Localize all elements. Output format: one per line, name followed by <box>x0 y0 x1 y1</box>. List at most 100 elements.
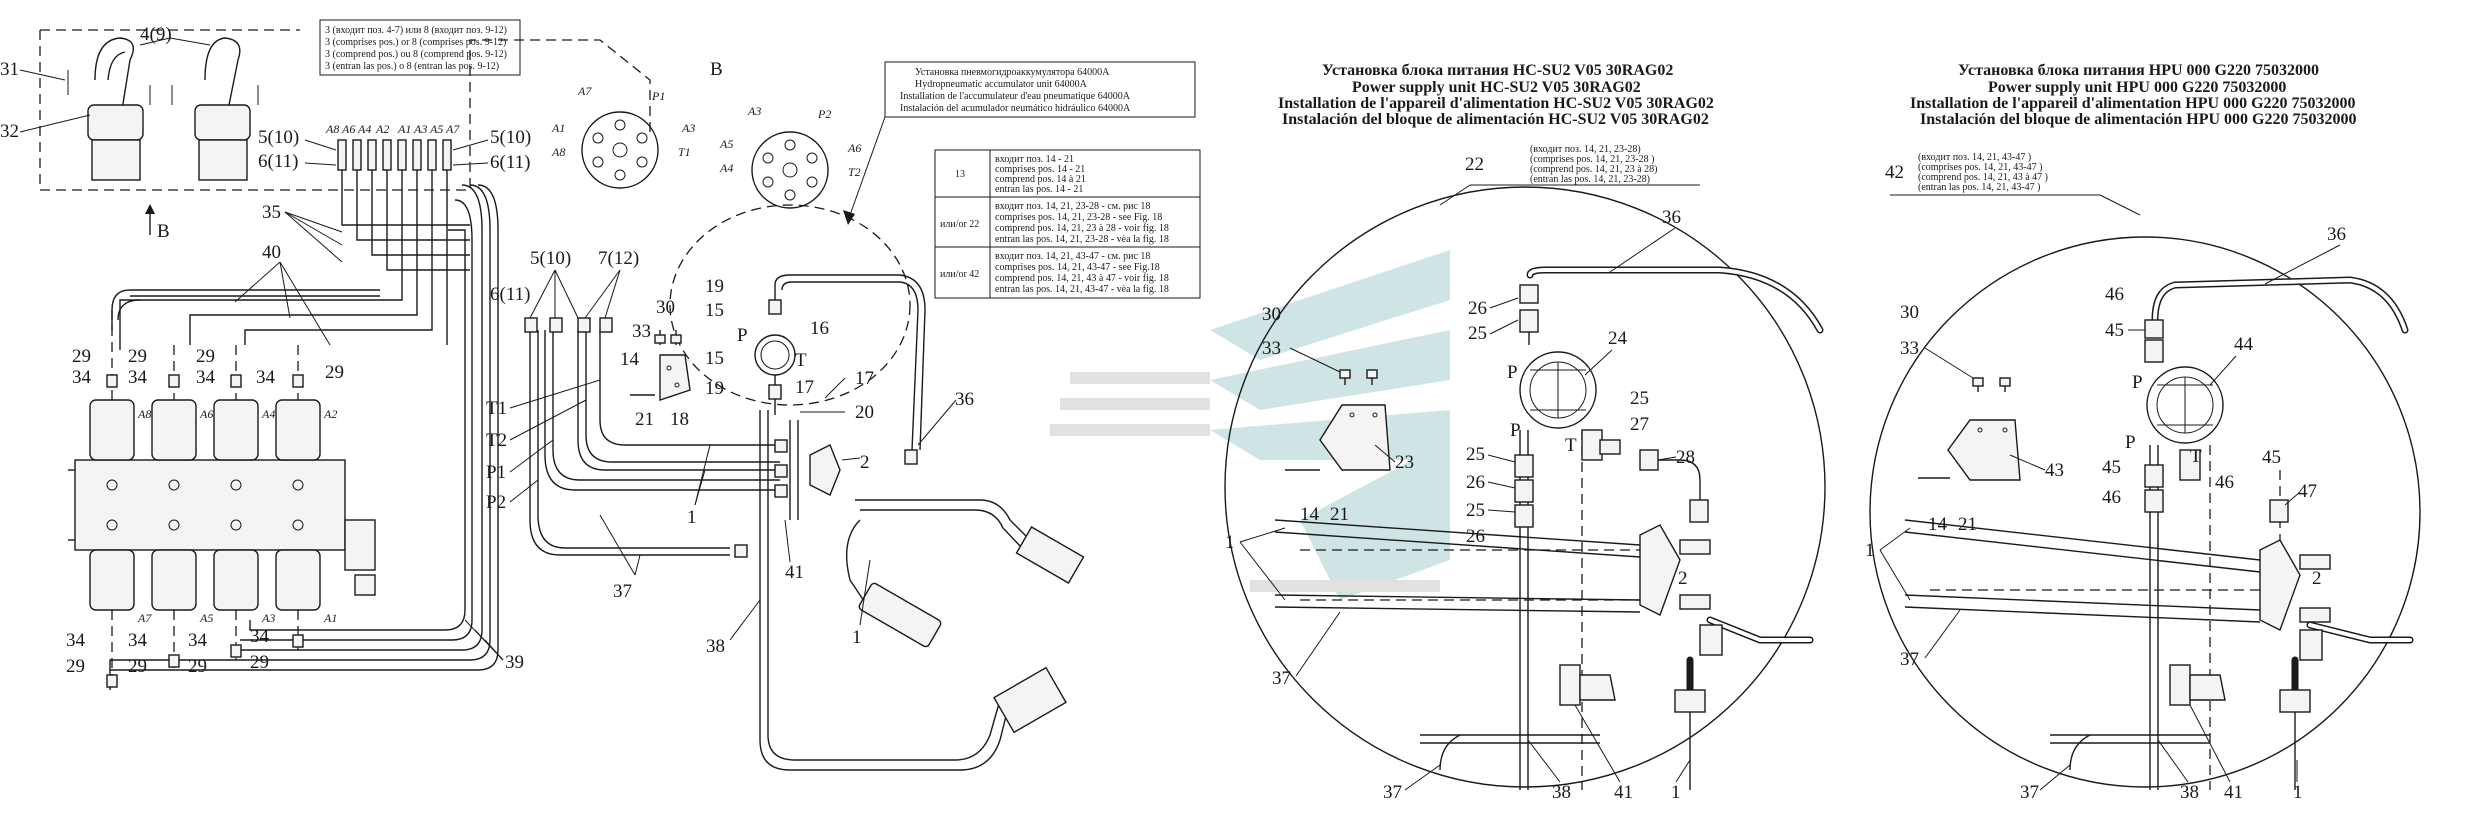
callout-34: 34 <box>188 630 208 651</box>
callout-19: 19 <box>705 378 724 399</box>
callout-37: 37 <box>1383 782 1402 803</box>
callout-43: 43 <box>2045 460 2064 481</box>
callout-41: 41 <box>1614 782 1633 803</box>
label-p: P <box>2132 372 2143 393</box>
callout-45: 45 <box>2102 457 2121 478</box>
callout-1: 1 <box>687 507 697 528</box>
label-t: T <box>795 350 807 371</box>
callout-32: 32 <box>0 121 19 142</box>
view-b-left-port: A8 <box>551 145 565 159</box>
callout-37: 37 <box>2020 782 2039 803</box>
callout-34: 34 <box>72 367 92 388</box>
table-line: входит поз. 14 - 21 <box>995 154 1074 165</box>
callout-17: 17 <box>795 377 814 398</box>
view-b-left-port: A3 <box>681 121 695 135</box>
callout-25: 25 <box>1466 500 1485 521</box>
label-p: P <box>2125 432 2136 453</box>
table-pos: или/or 42 <box>940 269 979 280</box>
table-line: comprend pos. 14 à 21 <box>995 174 1086 185</box>
hpu-title-line: Power supply unit HPU 000 G220 75032000 <box>1988 79 2286 96</box>
port-label-a4: A4 <box>357 122 371 136</box>
callout-38: 38 <box>1552 782 1571 803</box>
callout-35: 35 <box>262 202 281 223</box>
callout-37: 37 <box>1272 668 1291 689</box>
hc-su2-title-line: Power supply unit HC-SU2 V05 30RAG02 <box>1352 79 1641 96</box>
joystick-note-line: 3 (comprises pos.) or 8 (comprises pos. … <box>325 37 506 48</box>
view-b-left-port: A1 <box>551 121 565 135</box>
joystick-note-line: 3 (entran las pos.) o 8 (entran las pos.… <box>325 61 499 72</box>
callout-27: 27 <box>1630 414 1649 435</box>
hose-bundle-joystick: 35 40 39 <box>109 170 524 690</box>
joystick-note-line: 3 (comprend pos.) ou 8 (comprend pos. 9-… <box>325 49 507 60</box>
hpu-title-line: Instalación del bloque de alimentación H… <box>1920 111 2356 128</box>
callout-29: 29 <box>325 362 344 383</box>
hpu-pos-note: (входит поз. 14, 21, 43-47 ) <box>1918 152 2031 163</box>
valve-label-a7: A7 <box>137 611 152 625</box>
table-line: entran las pos. 14, 21, 43-47 - vèa la f… <box>995 284 1169 295</box>
port-label-a7: A7 <box>445 122 460 136</box>
view-arrow-b: В <box>157 221 170 242</box>
hpu-title-line: Установка блока питания HPU 000 G220 750… <box>1958 62 2319 79</box>
middle-assembly: 2 36 5(10) 7(12) 6 <box>486 204 1085 771</box>
hc-su2-pos-note: (entran las pos. 14, 21, 23-28) <box>1530 174 1650 185</box>
callout-34: 34 <box>256 367 276 388</box>
view-b-left-port: A7 <box>577 84 592 98</box>
hc-su2-title-line: Instalación del bloque de alimentación H… <box>1282 111 1709 128</box>
callout-29: 29 <box>128 346 147 367</box>
callout-25: 25 <box>1630 388 1649 409</box>
hpu-title-line: Installation de l'appareil d'alimentatio… <box>1910 95 2356 112</box>
callout-29: 29 <box>128 656 147 677</box>
callout-4-9: 4(9) <box>140 24 172 45</box>
table-line: comprises pos. 14, 21, 43-47 - see Fig.1… <box>995 262 1160 273</box>
callout-15: 15 <box>705 300 724 321</box>
label-t: T <box>2190 446 2202 467</box>
view-b-title: В <box>710 59 723 80</box>
table-line: comprend pos. 14, 21, 23 à 28 - voir fig… <box>995 223 1169 234</box>
callout-42: 42 <box>1885 162 1904 183</box>
callout-40: 40 <box>262 242 281 263</box>
table-line: входит поз. 14, 21, 43-47 - см. рис 18 <box>995 251 1150 262</box>
table-line: comprises pos. 14, 21, 23-28 - see Fig. … <box>995 212 1162 223</box>
callout-29: 29 <box>196 346 215 367</box>
callout-38: 38 <box>706 636 725 657</box>
callout-41: 41 <box>2224 782 2243 803</box>
hpu-pos-note: (entran las pos. 14, 21, 43-47 ) <box>1918 182 2040 193</box>
callout-19: 19 <box>705 276 724 297</box>
callout-29: 29 <box>188 656 207 677</box>
callout-36: 36 <box>955 389 974 410</box>
callout-41: 41 <box>785 562 804 583</box>
callout-34: 34 <box>196 367 216 388</box>
callout-6-11-left: 6(11) <box>258 151 298 172</box>
callout-34: 34 <box>250 626 270 647</box>
joystick-port-row <box>337 139 452 171</box>
callout-7-12: 7(12) <box>598 248 639 269</box>
port-label-a1: A1 <box>397 122 411 136</box>
table-line: comprend pos. 14, 21, 43 à 47 - voir fig… <box>995 273 1169 284</box>
watermark-logo <box>1050 250 1450 600</box>
callout-16: 16 <box>810 318 829 339</box>
callout-28: 28 <box>1676 447 1695 468</box>
callout-29: 29 <box>250 652 269 673</box>
callout-39: 39 <box>505 652 524 673</box>
hc-su2-title-line: Installation de l'appareil d'alimentatio… <box>1278 95 1714 112</box>
callout-37: 37 <box>613 581 632 602</box>
callout-45: 45 <box>2262 447 2281 468</box>
callout-1-lower: 1 <box>852 627 862 648</box>
port-label-a8: A8 <box>325 122 339 136</box>
callout-p2: P2 <box>486 492 506 513</box>
callout-34: 34 <box>66 630 86 651</box>
label-p: P <box>737 325 748 346</box>
view-b: В A7 P1 A1 A3 A8 T1 A3 P2 A5 A6 A4 T2 <box>551 59 861 209</box>
callout-30: 30 <box>656 297 675 318</box>
view-b-right-port: T2 <box>848 165 861 179</box>
callout-t2: T2 <box>486 430 507 451</box>
callout-31: 31 <box>0 59 19 80</box>
callout-1: 1 <box>1865 540 1875 561</box>
callout-5-10: 5(10) <box>530 248 571 269</box>
callout-p1: P1 <box>486 462 506 483</box>
valve-label-a1: A1 <box>323 611 337 625</box>
label-p: P <box>1510 420 1521 441</box>
view-b-left-port: P1 <box>651 89 665 103</box>
valve-label-a2: A2 <box>323 407 337 421</box>
label-p: P <box>1507 362 1518 383</box>
